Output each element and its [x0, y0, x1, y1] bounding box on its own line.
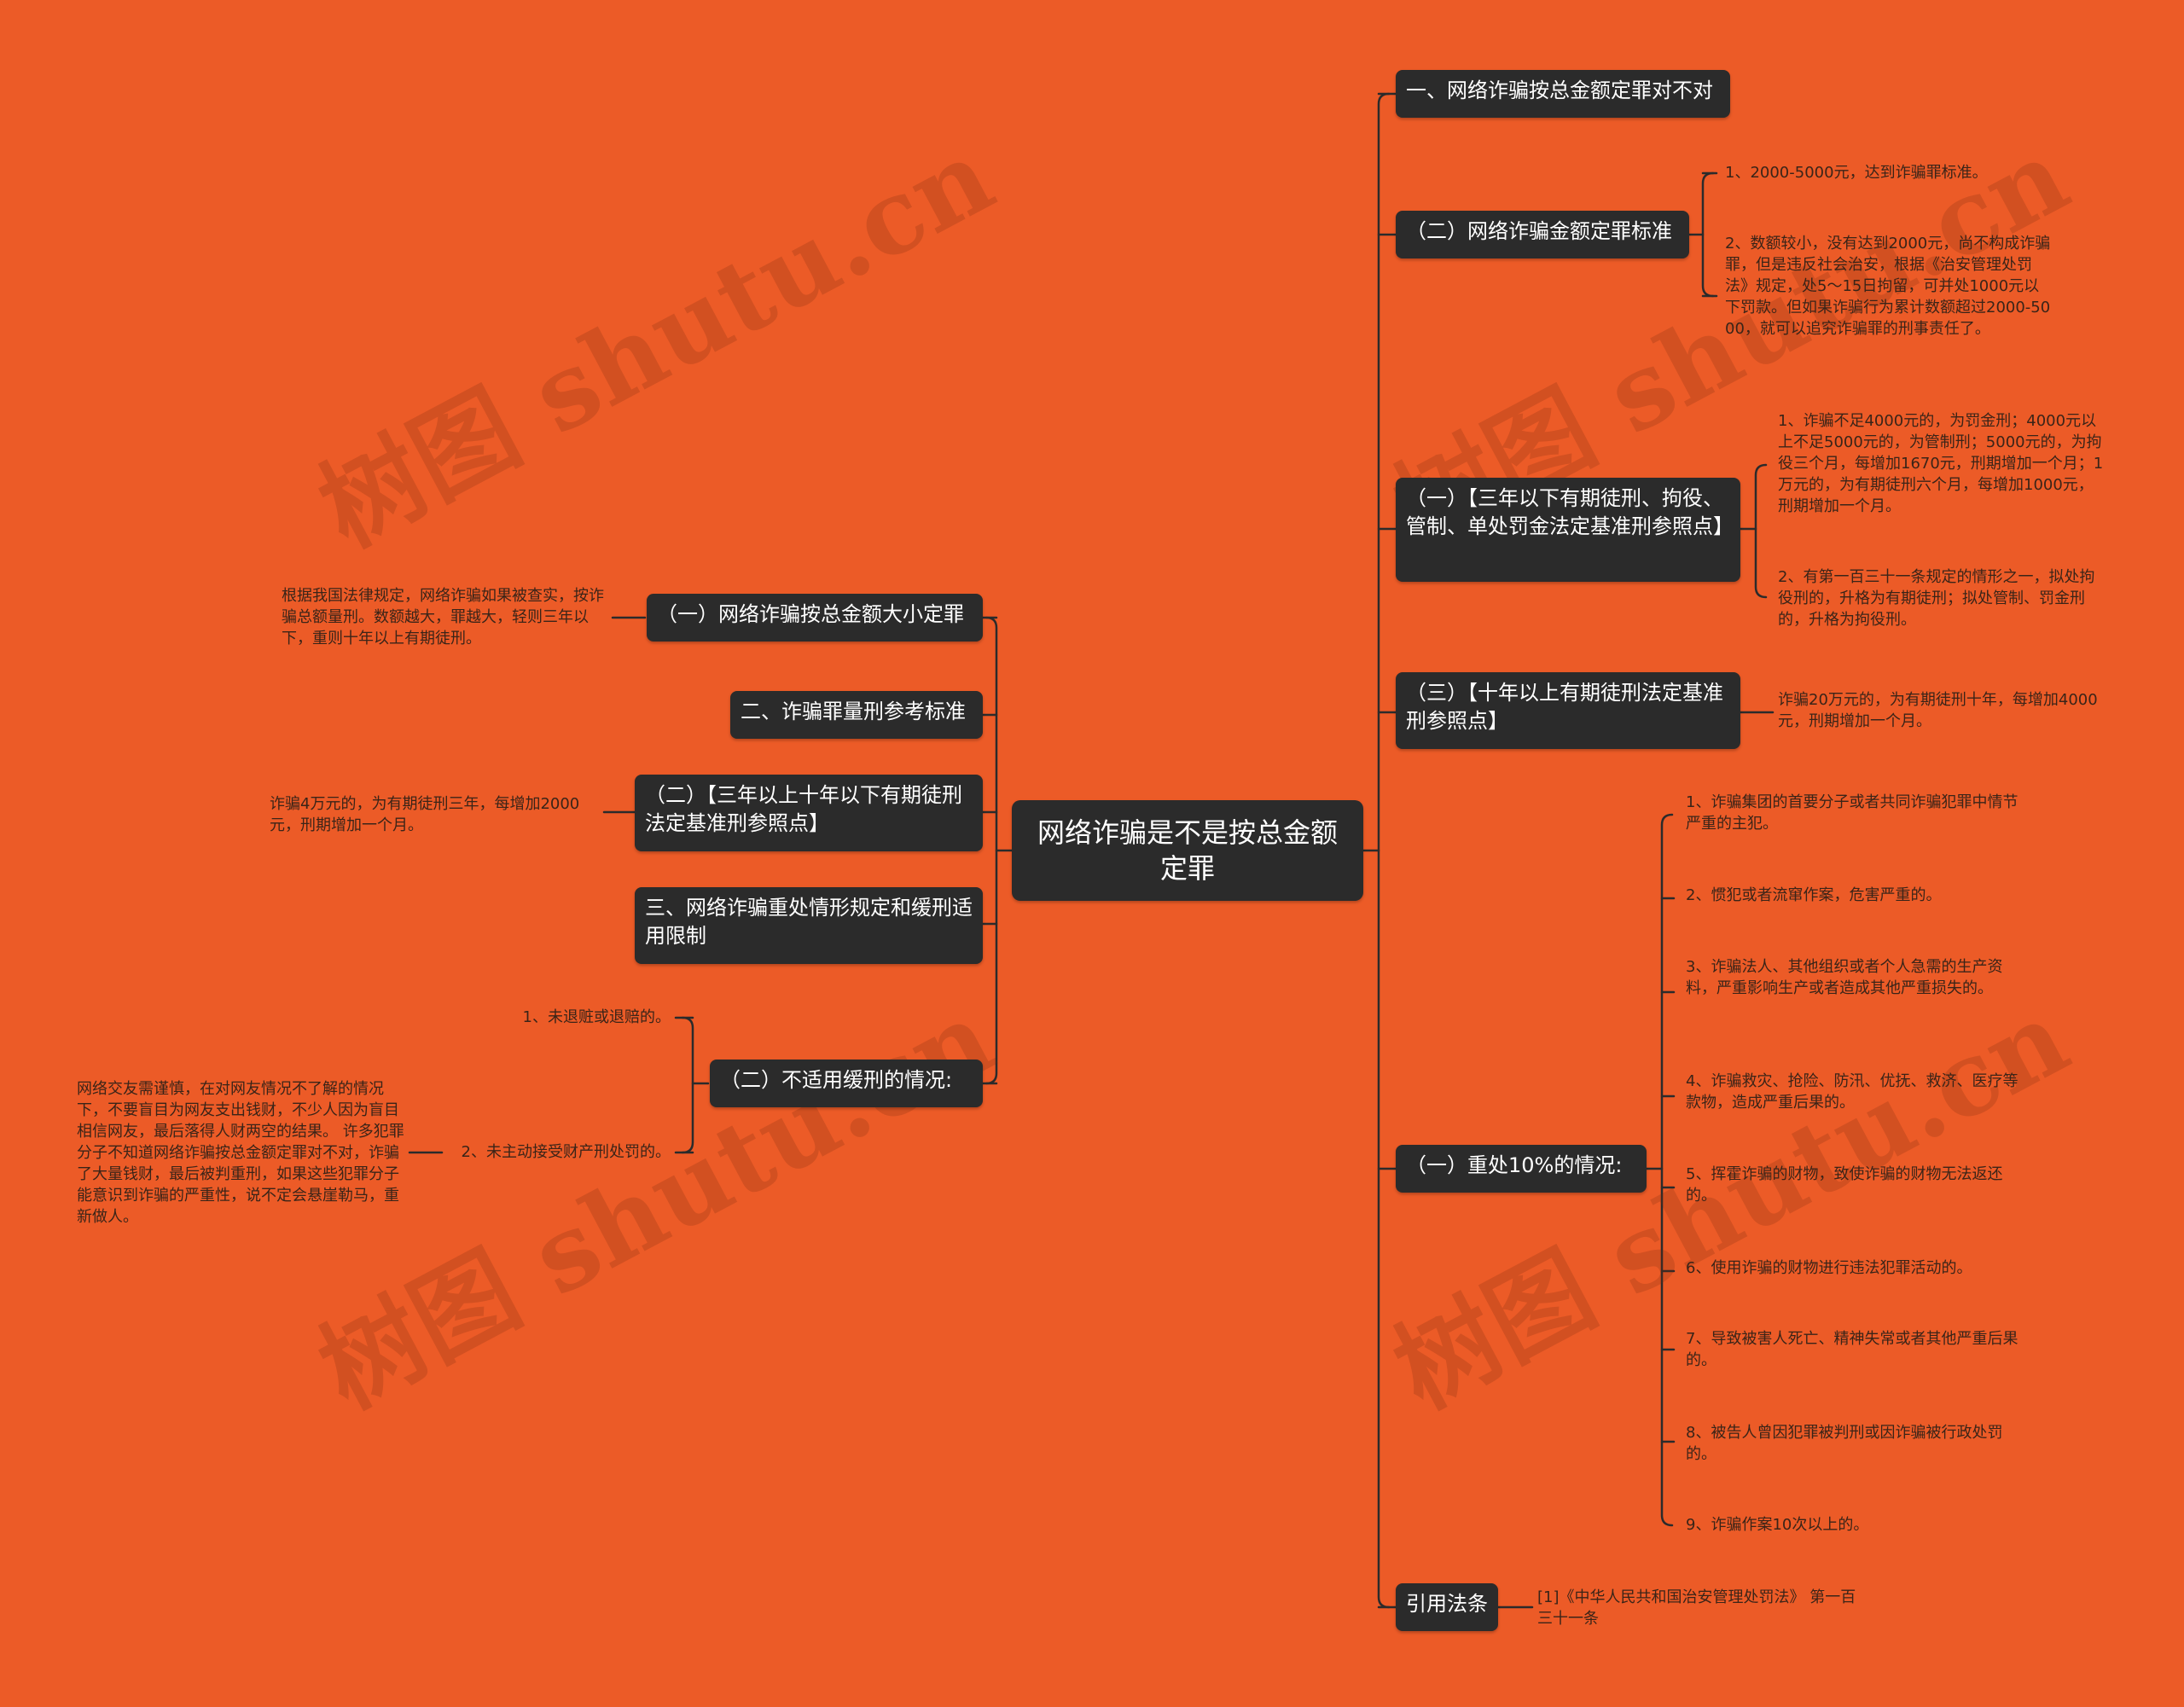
leaf-l5-1: 1、未退赃或退赔的。: [522, 1008, 671, 1026]
branch-node-l3[interactable]: （二）【三年以上十年以下有期徒刑法定基准刑参照点】: [635, 775, 983, 851]
leaf-r5-1: 1、诈骗集团的首要分子或者共同诈骗犯罪中情节严重的主犯。: [1686, 793, 2018, 833]
connector: [1701, 171, 1715, 298]
branch-node-r5[interactable]: （一）重处10%的情况:: [1396, 1145, 1647, 1193]
leaf-l1-1: 根据我国法律规定，网络诈骗如果被查实，按诈骗总额量刑。数额越大，罪越大，轻则三年…: [282, 587, 604, 647]
leaf-l5-2-1: 网络交友需谨慎，在对网友情况不了解的情况下，不要盲目为网友支出钱财，不少人因为盲…: [77, 1080, 404, 1226]
leaf-r4-1: 诈骗20万元的，为有期徒刑十年，每增加4000元，刑期增加一个月。: [1778, 691, 2098, 730]
branch-node-r6[interactable]: 引用法条: [1396, 1583, 1498, 1631]
leaf-r5-7: 7、导致被害人死亡、精神失常或者其他严重后果的。: [1686, 1330, 2018, 1369]
connector: [1377, 92, 1391, 1609]
leaf-r5-5: 5、挥霍诈骗的财物，致使诈骗的财物无法返还的。: [1686, 1165, 2003, 1205]
leaf-l3-1: 诈骗4万元的，为有期徒刑三年，每增加2000元，刑期增加一个月。: [270, 795, 580, 834]
leaf-l5-2: 2、未主动接受财产刑处罚的。: [461, 1143, 671, 1161]
branch-node-l1[interactable]: （一）网络诈骗按总金额大小定罪: [647, 594, 983, 642]
branch-node-r2[interactable]: （二）网络诈骗金额定罪标准: [1396, 211, 1689, 258]
leaf-r6-1: [1]《中华人民共和国治安管理处罚法》 第一百三十一条: [1537, 1588, 1856, 1628]
leaf-r5-8: 8、被告人曾因犯罪被判刑或因诈骗被行政处罚的。: [1686, 1424, 2003, 1463]
leaf-r5-6: 6、使用诈骗的财物进行违法犯罪活动的。: [1686, 1259, 1972, 1277]
leaf-r3-2: 2、有第一百三十一条规定的情形之一，拟处拘役刑的，升格为有期徒刑；拟处管制、罚金…: [1778, 568, 2095, 629]
branch-node-l4[interactable]: 三、网络诈骗重处情形规定和缓刑适用限制: [635, 887, 983, 964]
leaf-r5-2: 2、惯犯或者流窜作案，危害严重的。: [1686, 886, 1942, 904]
leaf-r5-9: 9、诈骗作案10次以上的。: [1686, 1516, 1869, 1534]
leaf-r5-3: 3、诈骗法人、其他组织或者个人急需的生产资料，严重影响生产或者造成其他严重损失的…: [1686, 958, 2003, 997]
connector: [1660, 813, 1674, 1527]
branch-node-r3[interactable]: （一）【三年以下有期徒刑、拘役、管制、单处罚金法定基准刑参照点】: [1396, 478, 1740, 582]
connector: [985, 616, 998, 1085]
branch-node-l5[interactable]: （二）不适用缓刑的情况:: [710, 1060, 983, 1107]
connector: [1754, 463, 1768, 599]
branch-node-l2[interactable]: 二、诈骗罪量刑参考标准: [730, 691, 983, 739]
leaf-r5-4: 4、诈骗救灾、抢险、防汛、优抚、救济、医疗等款物，造成严重后果的。: [1686, 1072, 2018, 1112]
leaf-r2-2: 2、数额较小，没有达到2000元，尚不构成诈骗罪，但是违反社会治安，根据《治安管…: [1725, 235, 2051, 338]
branch-node-r4[interactable]: （三）【十年以上有期徒刑法定基准刑参照点】: [1396, 672, 1740, 749]
leaf-r2-1: 1、2000-5000元，达到诈骗罪标准。: [1725, 164, 1988, 182]
branch-node-r1[interactable]: 一、网络诈骗按总金额定罪对不对: [1396, 70, 1730, 118]
connector: [681, 1016, 694, 1154]
leaf-r3-1: 1、诈骗不足4000元的，为罚金刑；4000元以上不足5000元的，为管制刑；5…: [1778, 412, 2104, 515]
root-node[interactable]: 网络诈骗是不是按总金额定罪: [1012, 800, 1363, 901]
